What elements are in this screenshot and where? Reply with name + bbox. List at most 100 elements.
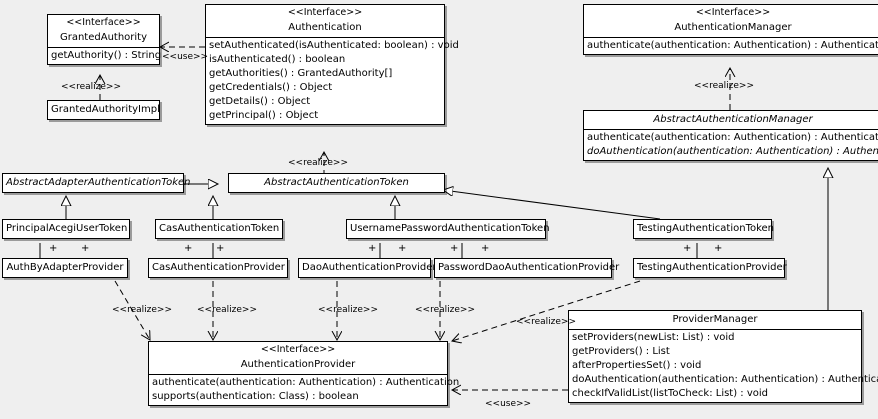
class-box-testing-authentication-provider[interactable]: TestingAuthenticationProvider [633,258,787,278]
edge-label-realize-passworddao: <<realize>> [415,305,475,315]
class-method: authenticate(authentication: Authenticat… [587,132,878,143]
class-header-abstract-authentication-manager: AbstractAuthenticationManager [584,111,878,129]
class-header-cas-authentication-token: CasAuthenticationToken [156,220,282,238]
class-box-abstract-adapter-authentication-token[interactable]: AbstractAdapterAuthenticationToken [2,173,191,193]
class-header-granted-authority-impl: GrantedAuthorityImpl [48,101,160,119]
class-method: getPrincipal() : Object [209,109,319,121]
edge-label-realize-dao: <<realize>> [318,305,378,315]
class-box-abstract-authentication-token[interactable]: AbstractAuthenticationToken [228,173,445,193]
assoc-multiplicity-usernamepassword-pwddao-left: + [450,243,459,254]
edge-label-realize-abstractmanager-manager: <<realize>> [694,81,754,91]
class-name: CasAuthenticationProvider [152,262,285,273]
class-stereotype: <<Interface>> [66,17,141,28]
edge-label-realize-authbyadapter: <<realize>> [112,305,172,315]
edge-testingtoken-extends-abstracttoken [443,190,661,220]
class-name: DaoAuthenticationProvider [302,262,437,273]
class-box-granted-authority-impl[interactable]: GrantedAuthorityImpl [47,100,160,120]
class-method: setProviders(newList: List) : void [572,332,735,343]
class-name: AbstractAuthenticationManager [653,114,813,125]
class-box-principal-acegi-user-token[interactable]: PrincipalAcegiUserToken [2,219,130,239]
class-method: getProviders() : List [572,346,670,357]
class-name: CasAuthenticationToken [159,223,280,234]
edge-label-use-authentication-granted: <<use>> [162,52,209,62]
class-method: authenticate(authentication: Authenticat… [152,376,460,388]
class-method: getAuthority() : String [51,49,162,61]
class-box-authentication-provider[interactable]: <<Interface>> AuthenticationProvider aut… [148,341,460,406]
class-name: PrincipalAcegiUserToken [6,223,128,234]
class-header-authentication-provider: <<Interface>> AuthenticationProvider [149,342,447,374]
class-header-password-dao-authentication-provider: PasswordDaoAuthenticationProvider [435,259,620,277]
class-header-granted-authority: <<Interface>> GrantedAuthority [48,15,159,47]
class-stereotype: <<Interface>> [260,344,336,355]
class-members-authentication-manager: authenticate(authentication: Authenticat… [584,36,878,54]
class-box-password-dao-authentication-provider[interactable]: PasswordDaoAuthenticationProvider [434,258,620,278]
class-name: UsernamePasswordAuthenticationToken [350,223,550,234]
class-box-username-password-authentication-token[interactable]: UsernamePasswordAuthenticationToken [346,219,550,239]
assoc-multiplicity-testingtoken-right: + [714,243,723,254]
class-box-authentication-manager[interactable]: <<Interface>> AuthenticationManager auth… [583,4,878,55]
class-header-cas-authentication-provider: CasAuthenticationProvider [149,259,287,277]
class-box-provider-manager[interactable]: ProviderManager setProviders(newList: Li… [568,310,878,403]
edge-authbyadapter-realizes-authenticationprovider [114,280,150,340]
assoc-multiplicity-testingtoken-left: + [683,243,692,254]
class-members-authentication-provider: authenticate(authentication: Authenticat… [149,373,460,405]
class-box-cas-authentication-token[interactable]: CasAuthenticationToken [155,219,283,239]
class-name: AuthenticationProvider [240,358,356,370]
class-method: getCredentials() : Object [209,81,333,93]
class-header-authentication-manager: <<Interface>> AuthenticationManager [584,5,878,37]
class-method: afterPropertiesSet() : void [572,360,702,371]
class-name: TestingAuthenticationToken [637,223,775,234]
class-members-granted-authority: getAuthority() : String [48,46,162,64]
edge-label-use-provider-manager: <<use>> [485,399,532,409]
class-name: GrantedAuthorityImpl [51,104,160,115]
class-method: getAuthorities() : GrantedAuthority[] [209,67,393,79]
class-header-abstract-authentication-token: AbstractAuthenticationToken [229,174,444,192]
edge-label-realize-abstracttoken-authentication: <<realize>> [288,158,348,168]
edge-testingprovider-realizes-authenticationprovider [452,280,641,341]
class-name: TestingAuthenticationProvider [637,262,787,273]
class-box-cas-authentication-provider[interactable]: CasAuthenticationProvider [148,258,288,278]
class-method: authenticate(authentication: Authenticat… [587,39,878,51]
class-box-granted-authority[interactable]: <<Interface>> GrantedAuthority getAuthor… [47,14,162,65]
class-box-testing-authentication-token[interactable]: TestingAuthenticationToken [633,219,775,239]
class-members-abstract-authentication-manager: authenticate(authentication: Authenticat… [584,129,878,160]
class-header-auth-by-adapter-provider: AuthByAdapterProvider [3,259,127,277]
class-header-testing-authentication-token: TestingAuthenticationToken [634,220,775,238]
class-method: getDetails() : Object [209,95,311,107]
class-box-abstract-authentication-manager[interactable]: AbstractAuthenticationManager authentica… [583,110,878,161]
class-stereotype: <<Interface>> [695,7,771,18]
edge-label-realize-testing: <<realize>> [516,317,576,327]
class-box-auth-by-adapter-provider[interactable]: AuthByAdapterProvider [2,258,128,278]
class-name: ProviderManager [672,314,758,325]
assoc-multiplicity-castoken-left: + [184,243,193,254]
assoc-multiplicity-principalacegi-right: + [81,243,90,254]
assoc-multiplicity-usernamepassword-pwddao-right: + [481,243,490,254]
class-method: isAuthenticated() : boolean [209,53,346,65]
edge-label-realize-granted-impl: <<realize>> [61,82,121,92]
class-name: Authentication [288,21,362,33]
class-box-authentication[interactable]: <<Interface>> Authentication setAuthenti… [205,4,459,125]
class-method: setAuthenticated(isAuthenticated: boolea… [209,39,459,51]
class-method: doAuthentication(authentication: Authent… [572,374,878,385]
class-name: AuthenticationManager [674,21,792,33]
assoc-multiplicity-principalacegi-left: + [49,243,58,254]
assoc-multiplicity-castoken-right: + [216,243,225,254]
class-method: supports(authentication: Class) : boolea… [152,390,359,402]
class-name: AbstractAdapterAuthenticationToken [6,177,191,188]
edge-label-realize-cas: <<realize>> [197,305,257,315]
class-header-provider-manager: ProviderManager [569,311,861,329]
class-members-authentication: setAuthenticated(isAuthenticated: boolea… [206,36,459,124]
class-header-dao-authentication-provider: DaoAuthenticationProvider [299,259,437,277]
class-name: GrantedAuthority [59,31,148,43]
assoc-multiplicity-usernamepassword-dao-left: + [368,243,377,254]
class-header-authentication: <<Interface>> Authentication [206,5,444,37]
class-method: doAuthentication(authentication: Authent… [587,146,878,157]
class-box-dao-authentication-provider[interactable]: DaoAuthenticationProvider [298,258,437,278]
class-members-provider-manager: setProviders(newList: List) : void getPr… [569,329,878,402]
class-name: PasswordDaoAuthenticationProvider [438,262,620,273]
class-name: AuthByAdapterProvider [6,262,124,273]
class-header-principal-acegi-user-token: PrincipalAcegiUserToken [3,220,129,238]
class-header-testing-authentication-provider: TestingAuthenticationProvider [634,259,787,277]
